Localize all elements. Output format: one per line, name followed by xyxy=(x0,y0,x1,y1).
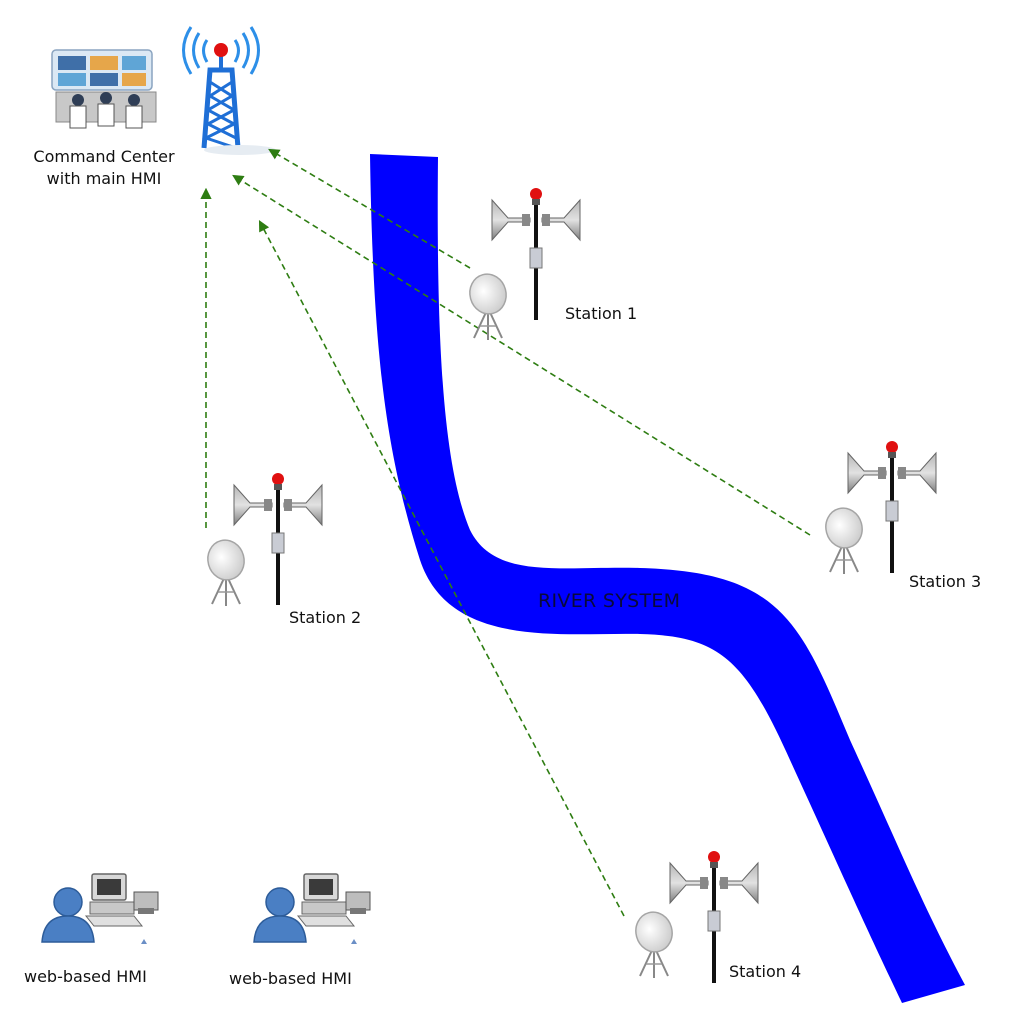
satellite-dish-icon xyxy=(820,503,868,575)
control-room-icon xyxy=(51,49,157,129)
satellite-dish-icon xyxy=(464,269,512,341)
link-station-3 xyxy=(232,174,811,536)
station-4-label: Station 4 xyxy=(729,962,802,981)
command-center-label: Command Center with main HMI xyxy=(9,146,199,190)
satellite-dish-icon xyxy=(630,907,678,979)
siren-horn-icon xyxy=(846,439,938,575)
link-station-1 xyxy=(268,148,471,269)
user-computer-icon xyxy=(253,873,371,943)
station-2-label: Station 2 xyxy=(289,608,362,627)
command-center-label-line2: with main HMI xyxy=(46,169,162,188)
river xyxy=(370,154,965,1003)
radio-links xyxy=(200,148,811,917)
command-center-label-line1: Command Center xyxy=(33,147,175,166)
station-1 xyxy=(464,186,582,341)
client-2-label: web-based HMI xyxy=(229,969,352,988)
station-3-label: Station 3 xyxy=(909,572,982,591)
station-3 xyxy=(820,439,938,575)
user-computer-icon xyxy=(41,873,159,943)
river-label: RIVER SYSTEM xyxy=(538,590,681,612)
link-station-4 xyxy=(258,220,625,917)
station-1-label: Station 1 xyxy=(565,304,638,323)
radio-tower-icon xyxy=(182,26,276,155)
client-1 xyxy=(41,873,159,944)
satellite-dish-icon xyxy=(202,535,250,607)
client-2 xyxy=(253,873,371,944)
siren-horn-icon xyxy=(232,471,324,607)
client-1-label: web-based HMI xyxy=(24,967,147,986)
station-2 xyxy=(202,471,324,607)
